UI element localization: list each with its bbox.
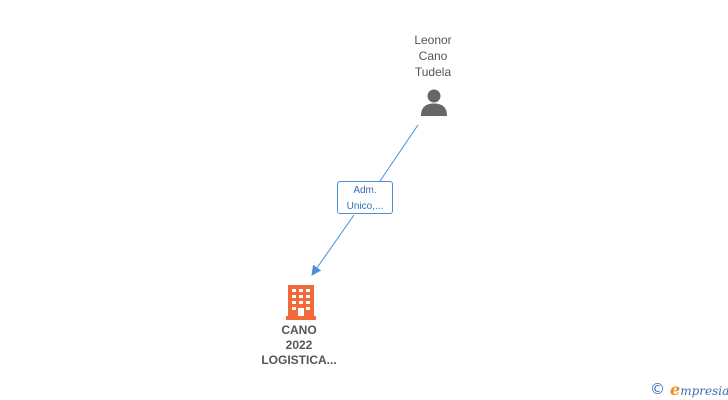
brand-logo[interactable]: © empresia	[650, 379, 728, 399]
person-name-line-3[interactable]: Tudela	[414, 65, 452, 79]
brand-initial: e	[670, 379, 681, 399]
person-name-line-1[interactable]: Leonor	[414, 33, 452, 47]
relation-label[interactable]: Adm. Unico,...	[337, 181, 393, 214]
company-name-line-2[interactable]: 2022	[285, 338, 313, 352]
relation-label-line-1: Adm.	[353, 185, 377, 196]
company-name-line-3[interactable]: LOGISTICA...	[261, 353, 337, 367]
company-name[interactable]: CANO 2022 LOGISTICA...	[234, 323, 364, 368]
relation-label-line-2: Unico,...	[346, 201, 384, 212]
copyright-icon: ©	[650, 379, 665, 398]
brand-name[interactable]: empresia	[670, 380, 728, 399]
person-name-line-2[interactable]: Cano	[418, 49, 448, 63]
brand-name-rest: mpresia	[680, 383, 728, 398]
company-name-line-1[interactable]: CANO	[281, 323, 317, 337]
edge-line-upper	[379, 124, 419, 182]
edge-line-lower	[311, 214, 355, 276]
person-name[interactable]: Leonor Cano Tudela	[383, 32, 483, 80]
person-icon[interactable]	[419, 88, 449, 118]
building-icon[interactable]	[286, 284, 316, 320]
